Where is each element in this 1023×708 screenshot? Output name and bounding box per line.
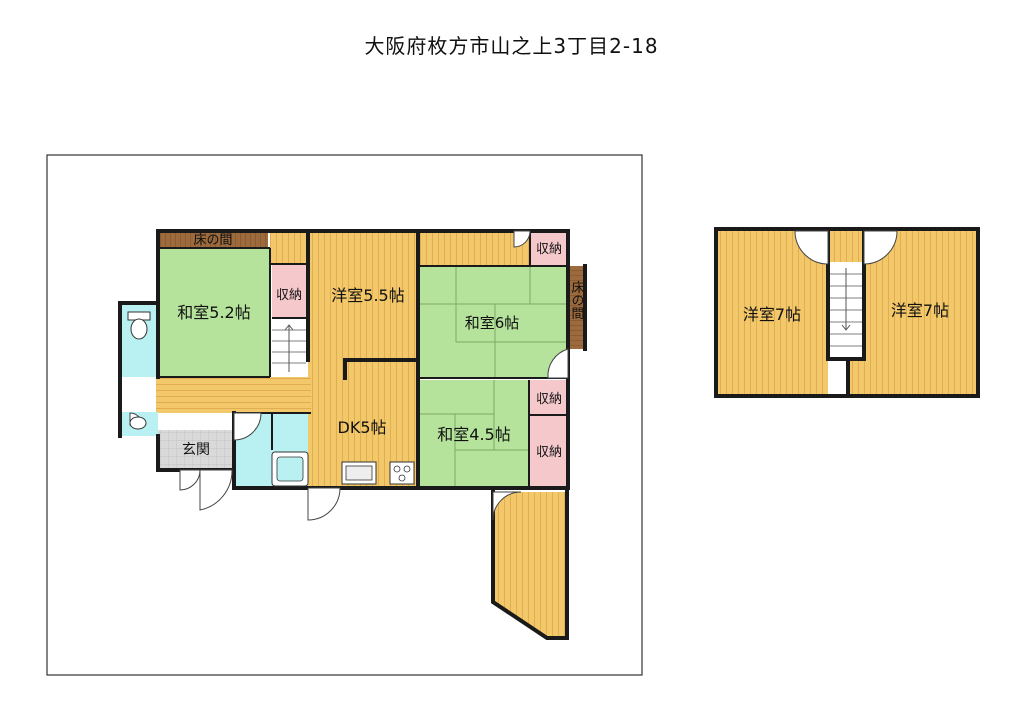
- storage-4: [530, 415, 567, 487]
- stove-icon: [389, 461, 415, 485]
- tokonoma-top: [158, 231, 268, 248]
- label-genkan: 玄関: [182, 441, 210, 458]
- room-yoshitsu-55: [308, 230, 418, 362]
- doors-2f: [794, 230, 898, 265]
- labels: 和室5.2帖 洋室5.5帖 和室6帖 和室4.5帖 DK5帖 玄関 床の間 床の…: [177, 233, 949, 460]
- label-washitsu-6: 和室6帖: [465, 314, 520, 332]
- label-washitsu-45: 和室4.5帖: [437, 425, 510, 444]
- label-washitsu-52: 和室5.2帖: [177, 303, 250, 322]
- storage-3: [530, 380, 567, 415]
- kitchen-sink-icon: [341, 461, 377, 485]
- corridor-floor: [156, 377, 311, 413]
- stairs-1f: [272, 318, 306, 377]
- sink-icon: [129, 416, 147, 430]
- walls-1f: [118, 229, 587, 640]
- room-washitsu-52: [158, 248, 270, 377]
- bathtub-icon: [271, 451, 309, 487]
- label-tokonoma-side: 床の間: [569, 281, 585, 321]
- label-shuno-2: 収納: [536, 242, 562, 257]
- label-shuno-1: 収納: [276, 288, 302, 303]
- label-shuno-3: 収納: [536, 392, 562, 407]
- tatami-lines-6: [419, 266, 568, 378]
- label-yoshitsu-55: 洋室5.5帖: [331, 286, 404, 305]
- storage-2: [530, 230, 567, 265]
- label-dk5: DK5帖: [338, 418, 387, 437]
- hall-above-washitsu: [270, 230, 308, 265]
- site-boundary: [46, 154, 643, 676]
- label-shuno-4: 収納: [536, 445, 562, 460]
- room-washitsu-6: [419, 266, 568, 378]
- storage-1: [272, 264, 306, 318]
- room-washitsu-45: [419, 380, 529, 487]
- label-tokonoma-top: 床の間: [193, 233, 232, 248]
- veranda-floor: [493, 492, 567, 638]
- walls-2f: [714, 227, 980, 398]
- label-yoshitsu-7b: 洋室7帖: [891, 301, 949, 320]
- toilet-icon: [127, 311, 151, 340]
- label-yoshitsu-7a: 洋室7帖: [743, 305, 801, 324]
- walls-inner: [158, 230, 568, 487]
- genkan-floor: [158, 430, 234, 470]
- tokonoma-side: [568, 266, 585, 349]
- tatami-lines-45: [419, 380, 529, 487]
- stairs-2f: [830, 262, 862, 357]
- doors-1f: [129, 230, 569, 521]
- second-floor: [714, 227, 980, 398]
- first-floor: [118, 229, 587, 640]
- page-title: 大阪府枚方市山之上3丁目2-18: [364, 34, 659, 58]
